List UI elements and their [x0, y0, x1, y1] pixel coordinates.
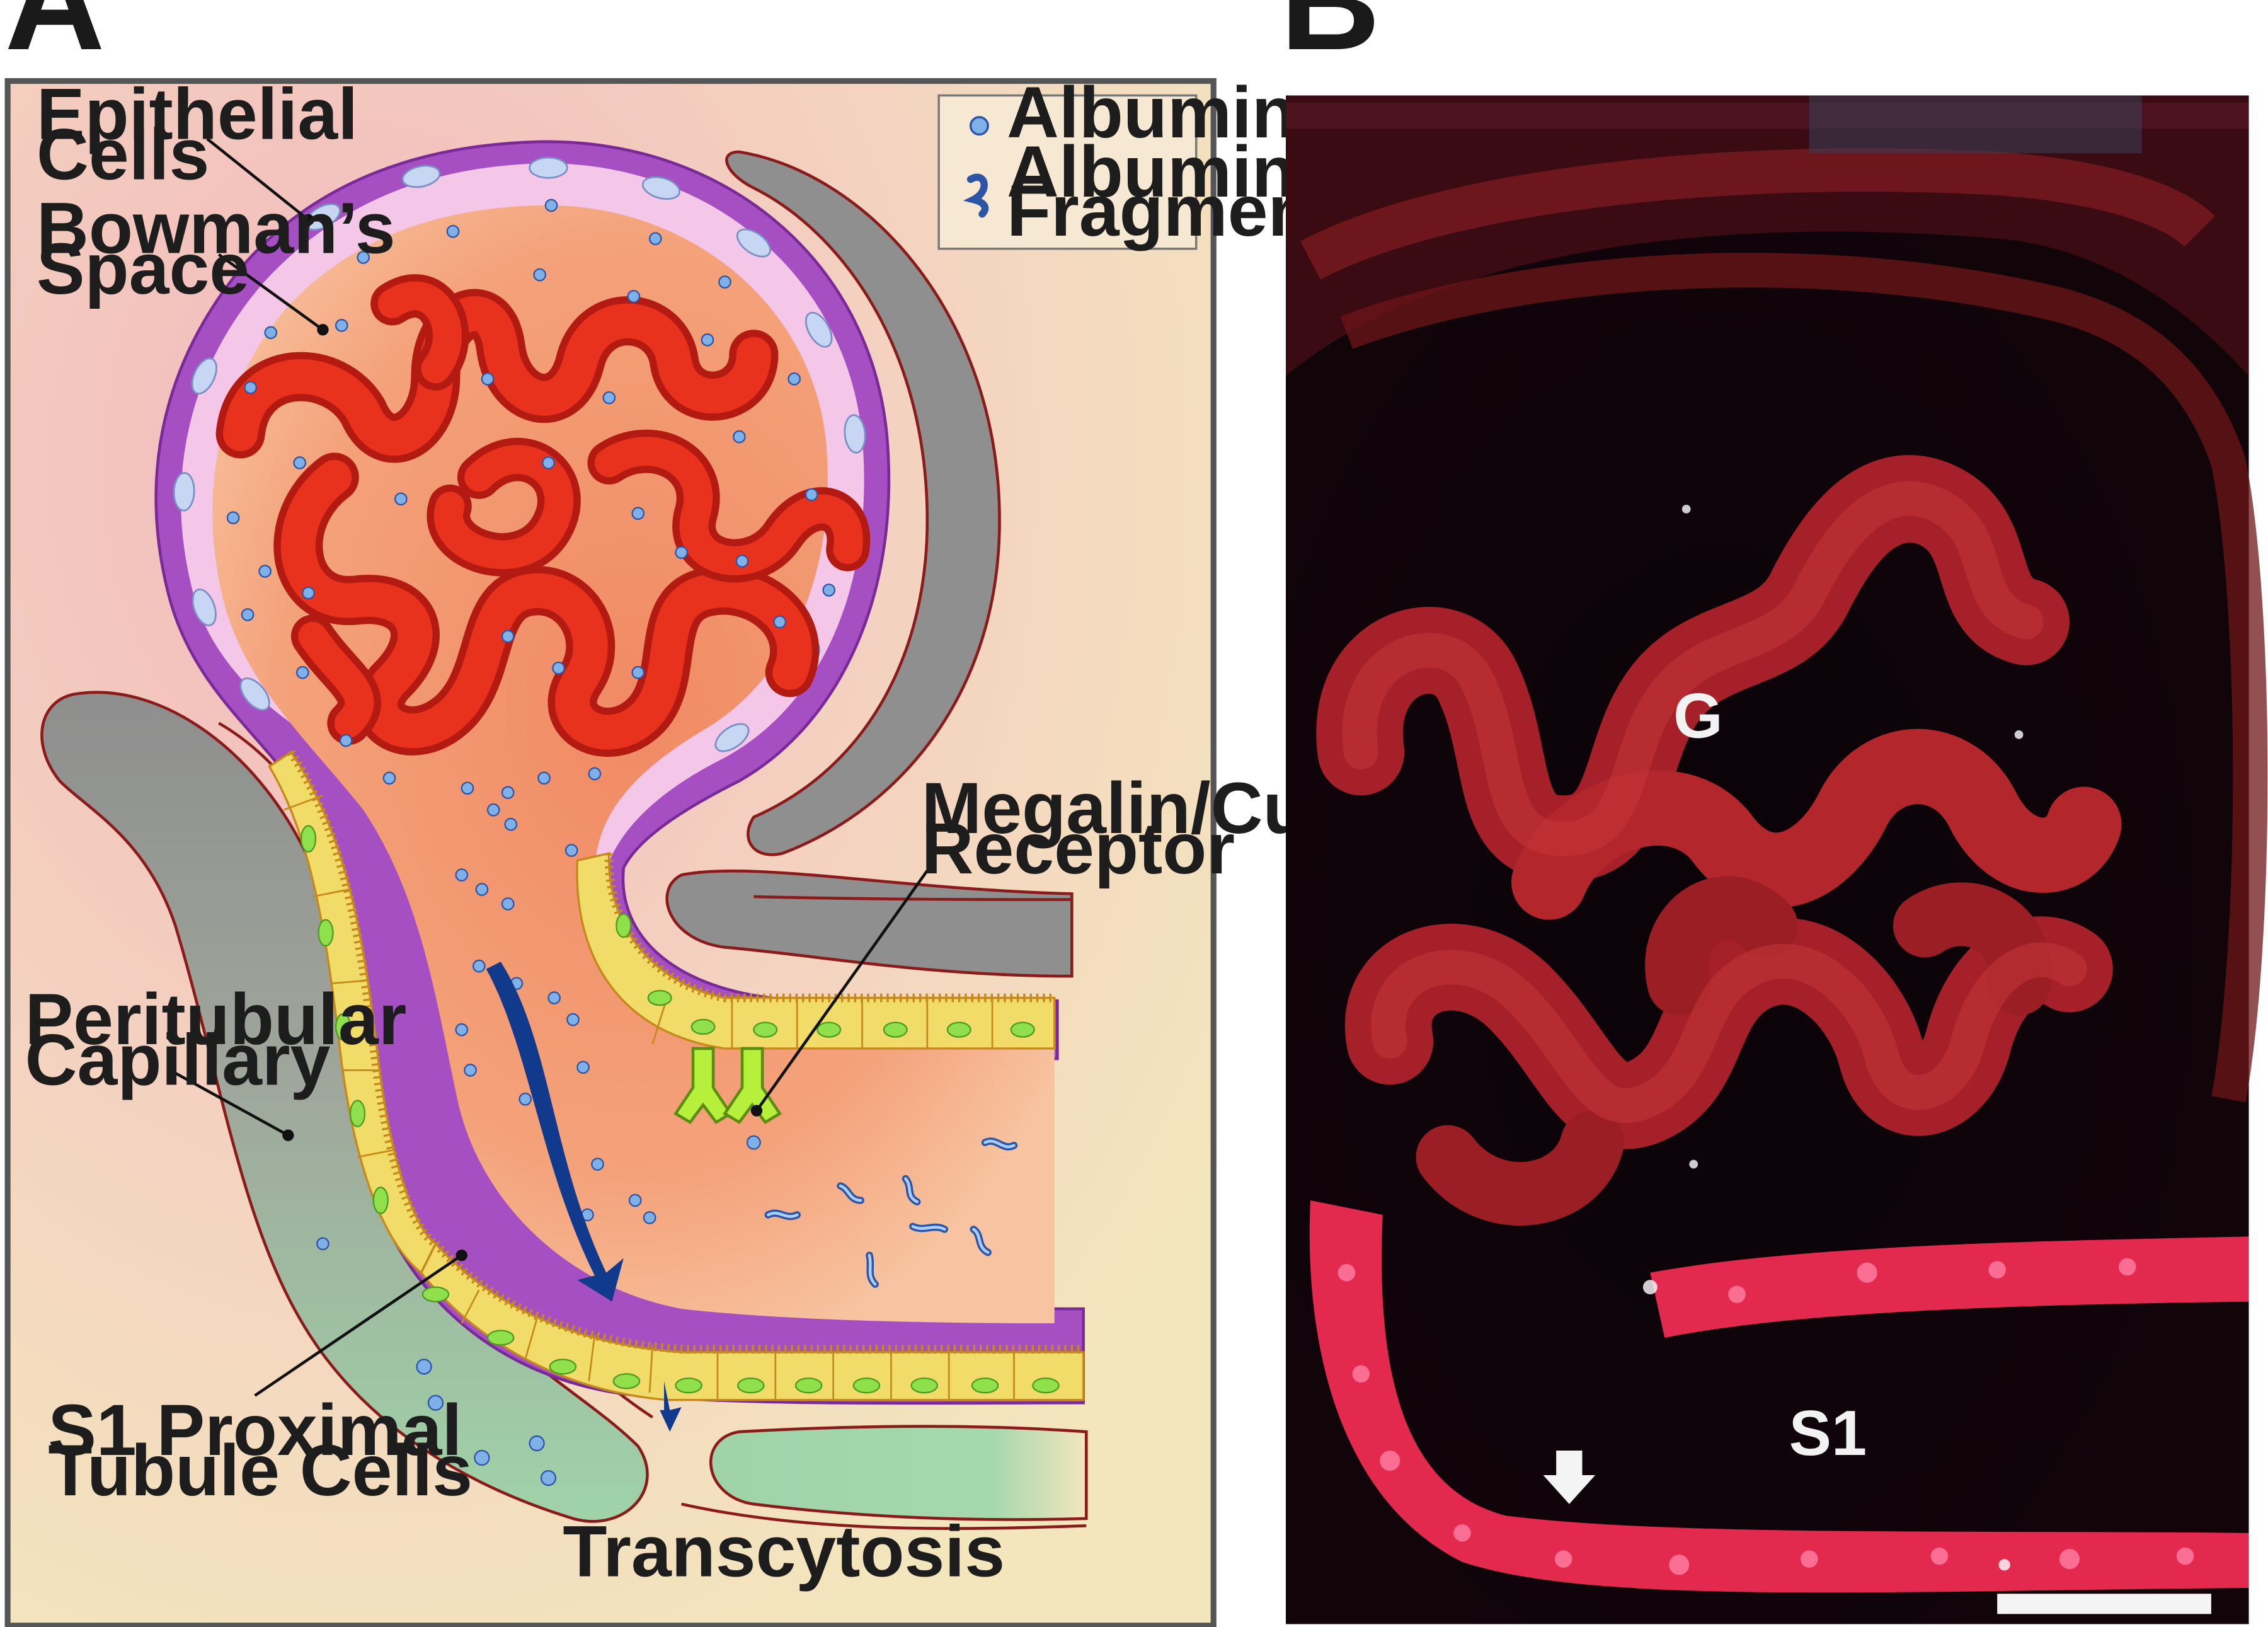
legend-fragments-1: Albumin	[1007, 132, 1296, 212]
label-s1-1: S1 Proximal	[48, 1390, 462, 1471]
leader-dots	[282, 214, 763, 1262]
legend-albumin: Albumin	[1007, 72, 1296, 153]
tubule-nuclei	[300, 825, 1060, 1394]
glomerulus	[215, 274, 871, 757]
panel-a-letter: A	[5, 0, 105, 79]
capillary-lower-right	[709, 1425, 1088, 1521]
fragment-legend-icon	[963, 173, 989, 218]
label-megalin-2: Receptor	[922, 808, 1235, 889]
label-s1-segment: S1	[1789, 1398, 1867, 1469]
leader-lines	[175, 137, 929, 1397]
label-transcytosis: Transcytosis	[563, 1512, 1005, 1592]
label-peritubular-2: Capillary	[25, 1020, 331, 1100]
label-epithelial-1: Epithelial	[37, 74, 358, 154]
label-glomerulus: G	[1673, 681, 1723, 752]
label-bowman-1: Bowman’s	[37, 188, 396, 269]
albumin-legend-icon	[969, 116, 989, 136]
arrow-down-icon	[1543, 1450, 1596, 1504]
tubule-cell-dividers	[283, 795, 1015, 1400]
label-epithelial-2: Cells	[37, 115, 209, 195]
albumin-particles	[226, 198, 836, 1486]
scale-bar	[1997, 1594, 2211, 1614]
capillary-upper-right	[725, 150, 1001, 856]
brush-border-upper	[604, 853, 1055, 1003]
label-bowman-2: Space	[37, 229, 249, 309]
transcytosis-arrow	[660, 1381, 682, 1432]
panel-b-micrograph: G S1	[1285, 95, 2268, 1624]
panel-b-letter: B	[1280, 0, 1380, 79]
label-s1-2: Tubule Cells	[48, 1430, 472, 1511]
s1-epithelium-outer	[1309, 1200, 2249, 1593]
flow-arrow	[486, 962, 624, 1302]
micrograph-glomerulus	[1316, 455, 2122, 1226]
brush-border-lower	[432, 1241, 1084, 1354]
panel-a-illustration: Epithelial Cells Bowman’s Space Peritubu…	[4, 72, 1480, 1627]
s1-epithelium-inner	[1650, 1236, 2249, 1338]
label-peritubular-1: Peritubular	[25, 979, 407, 1060]
